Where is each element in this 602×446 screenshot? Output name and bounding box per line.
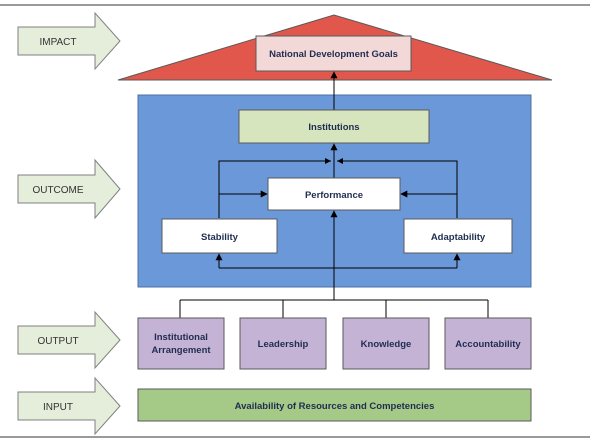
- adaptability-label: Adaptability: [431, 232, 486, 243]
- level-label-input: INPUT: [43, 402, 73, 413]
- stability-box: Stability: [161, 218, 278, 254]
- level-arrow-impact: IMPACT: [17, 11, 121, 71]
- performance-box: Performance: [267, 177, 401, 211]
- level-arrow-outcome: OUTCOME: [17, 158, 121, 220]
- level-arrow-input: INPUT: [17, 376, 121, 436]
- level-label-outcome: OUTCOME: [32, 185, 83, 196]
- output-box-accountability: Accountability: [444, 317, 532, 370]
- goal-box: National Development Goals: [255, 35, 412, 72]
- level-arrow-output: OUTPUT: [17, 310, 121, 370]
- institutions-box: Institutions: [238, 109, 430, 144]
- stability-label: Stability: [201, 232, 239, 243]
- upper-loop-connectors: [218, 160, 458, 218]
- leadership-label: Leadership: [258, 339, 309, 350]
- knowledge-label: Knowledge: [361, 339, 412, 350]
- performance-label: Performance: [305, 190, 363, 201]
- input-bar: Availability of Resources and Competenci…: [137, 388, 532, 422]
- goal-label: National Development Goals: [269, 49, 398, 60]
- upper-loop-arrowhead-left: [325, 158, 331, 164]
- output-box-leadership: Leadership: [239, 317, 327, 370]
- institutions-label: Institutions: [308, 122, 359, 133]
- input-label: Availability of Resources and Competenci…: [235, 401, 435, 412]
- level-label-output: OUTPUT: [37, 336, 78, 347]
- adaptability-box: Adaptability: [403, 218, 513, 254]
- accountability-label: Accountability: [455, 339, 521, 350]
- output-box-knowledge: Knowledge: [342, 317, 430, 370]
- upper-loop-arrowhead-right: [337, 158, 343, 164]
- output-connectors: [179, 299, 489, 318]
- level-label-impact: IMPACT: [39, 37, 76, 48]
- output-box-institutional-arrangement: Institutional Arrangement: [137, 317, 225, 370]
- institutional-label-line2: Arrangement: [151, 345, 211, 356]
- institutional-label-line1: Institutional: [154, 332, 208, 343]
